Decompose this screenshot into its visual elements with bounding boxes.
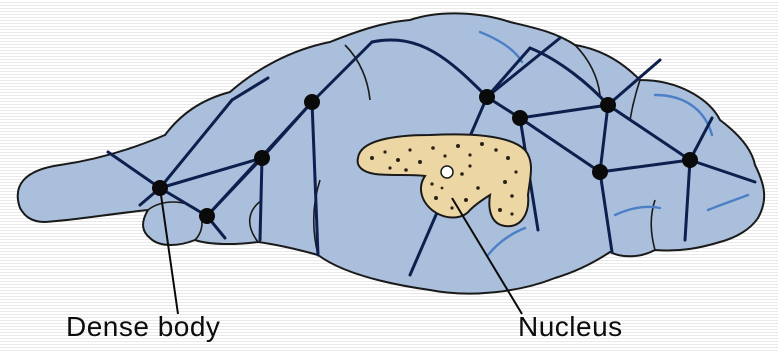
dense-body — [479, 89, 495, 105]
dense-body-label: Dense body — [66, 311, 220, 343]
nucleolus — [441, 166, 453, 178]
dense-body — [592, 164, 608, 180]
dense-body — [600, 97, 616, 113]
nucleus-label: Nucleus — [518, 311, 623, 343]
dense-body — [254, 150, 270, 166]
dense-body — [304, 94, 320, 110]
dense-body — [199, 208, 215, 224]
dense-body — [512, 110, 528, 126]
dense-body — [682, 152, 698, 168]
